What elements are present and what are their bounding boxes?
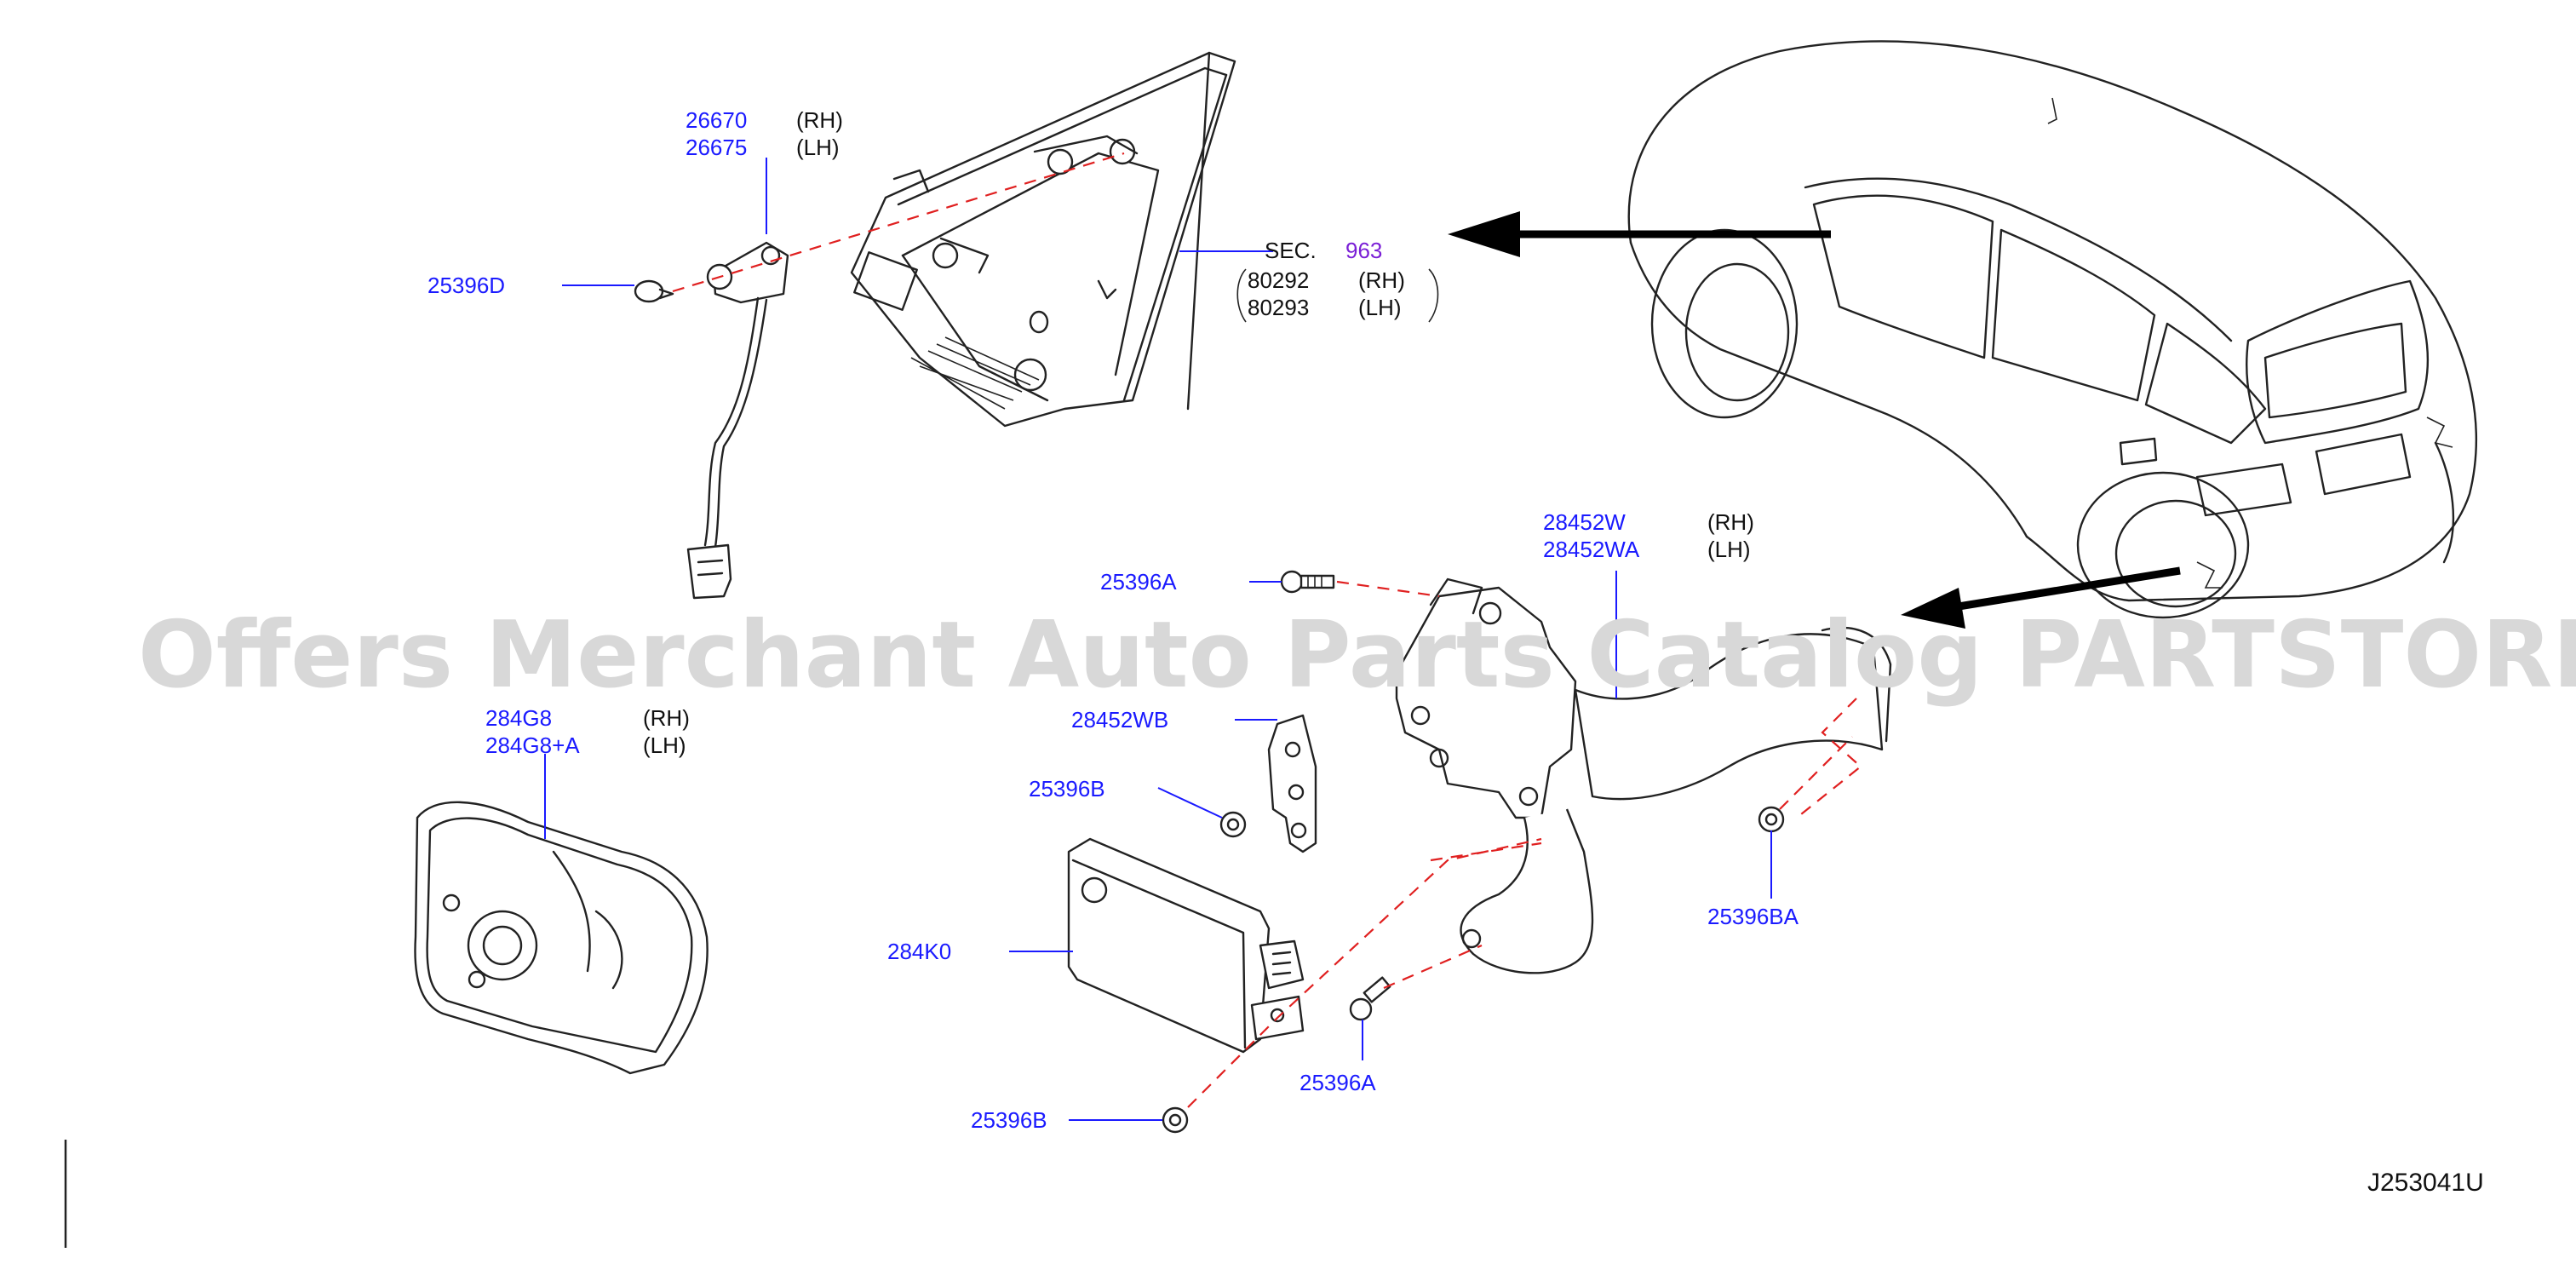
bolt-25396A-bottom <box>1349 976 1391 1021</box>
section-ref-part-1: 80292 <box>1248 267 1309 293</box>
callout-284G8A-side: (LH) <box>643 733 686 758</box>
callout-26675-side: (LH) <box>796 135 840 160</box>
bracket-28452WB <box>1267 714 1317 853</box>
callout-26675[interactable]: 26675 <box>686 135 747 160</box>
callout-25396A-top[interactable]: 25396A <box>1100 569 1177 595</box>
nut-25396BA <box>1758 806 1785 833</box>
sensor-bracket-28452W <box>1395 577 1892 974</box>
callout-284G8[interactable]: 284G8 <box>485 705 552 731</box>
callout-28452WA[interactable]: 28452WA <box>1543 537 1640 562</box>
callout-284G8A[interactable]: 284G8+A <box>485 733 580 758</box>
arrow-to-tail-lamp <box>1448 211 1831 257</box>
callout-25396A-bottom[interactable]: 25396A <box>1299 1070 1376 1095</box>
section-ref-prefix: SEC. <box>1265 238 1317 263</box>
clip-25396D <box>634 279 674 303</box>
cover-284G8 <box>414 801 709 1075</box>
nut-25396B-mid <box>1219 811 1247 838</box>
section-bracket-left <box>1236 268 1247 323</box>
callout-284G8-side: (RH) <box>643 705 690 731</box>
vehicle-outline <box>1627 40 2478 619</box>
tail-lamp-assembly <box>850 51 1236 428</box>
callout-284K0[interactable]: 284K0 <box>887 939 951 964</box>
section-ref-part-2: 80293 <box>1248 295 1309 320</box>
section-ref-side-2: (LH) <box>1358 295 1402 320</box>
arrow-to-sensor <box>1901 566 2181 629</box>
callout-26670[interactable]: 26670 <box>686 107 747 133</box>
callout-28452WA-side: (LH) <box>1707 537 1751 562</box>
bolt-25396A-top <box>1280 570 1335 594</box>
section-ref-side-1: (RH) <box>1358 267 1405 293</box>
callout-26670-side: (RH) <box>796 107 843 133</box>
callout-25396B-bottom[interactable]: 25396B <box>971 1107 1047 1133</box>
watermark: Offers Merchant Auto Parts Catalog PARTS… <box>138 602 2576 709</box>
callout-25396BA[interactable]: 25396BA <box>1707 904 1799 929</box>
section-bracket-right <box>1428 268 1439 323</box>
diagram-code: J253041U <box>2367 1169 2484 1197</box>
callout-28452W[interactable]: 28452W <box>1543 509 1626 535</box>
callout-28452WB[interactable]: 28452WB <box>1071 707 1168 733</box>
lamp-harness-socket <box>686 241 789 600</box>
callout-25396B-mid[interactable]: 25396B <box>1029 776 1105 801</box>
nut-25396B-bottom <box>1162 1106 1189 1134</box>
sensor-module-284K0 <box>1067 837 1305 1054</box>
callout-28452W-side: (RH) <box>1707 509 1754 535</box>
section-ref-number[interactable]: 963 <box>1345 238 1382 263</box>
callout-25396D[interactable]: 25396D <box>427 273 505 298</box>
